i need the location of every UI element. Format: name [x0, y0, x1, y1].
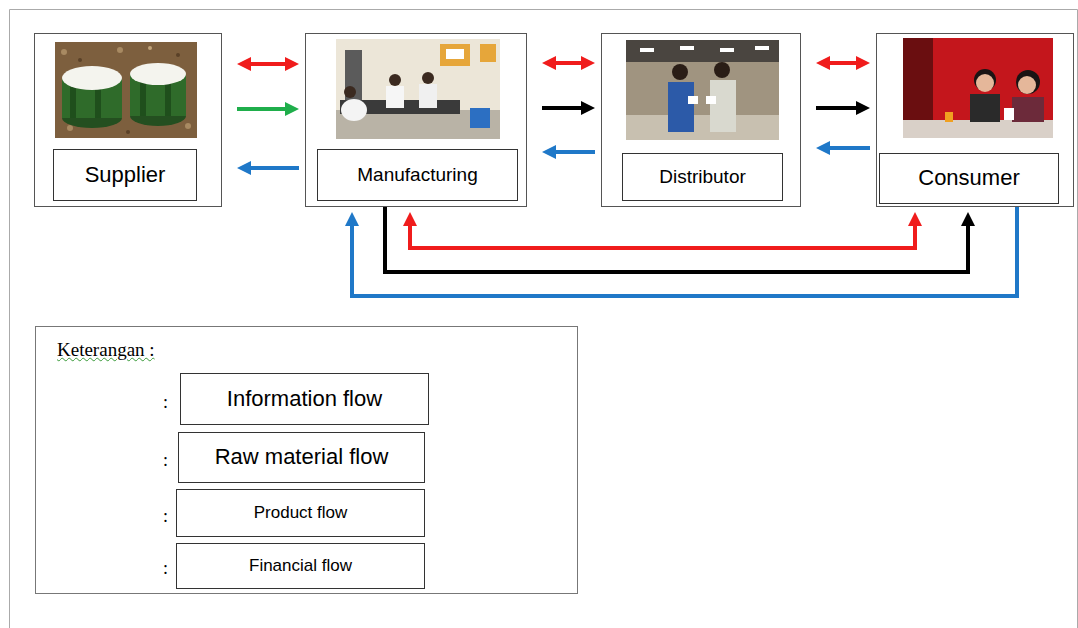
- frame-line: [10, 10, 1078, 628]
- flow-arrow: [410, 222, 915, 248]
- node-label: Consumer: [918, 166, 1019, 190]
- legend-colon: :: [163, 559, 168, 579]
- node-label: Manufacturing: [357, 165, 477, 186]
- legend-colon: :: [163, 393, 168, 413]
- legend-label: Financial flow: [249, 557, 352, 576]
- label-box: Manufacturing: [317, 149, 518, 201]
- page-frame: [10, 10, 1078, 628]
- flow-arrow: [237, 107, 289, 111]
- flow-arrow: [247, 166, 299, 170]
- legend-text-box: Information flow: [180, 373, 429, 425]
- legend-colon: :: [163, 507, 168, 527]
- legend-text-box: Raw material flow: [178, 432, 425, 483]
- legend-label: Product flow: [254, 504, 348, 523]
- legend-text-box: Financial flow: [176, 543, 425, 589]
- legend-label: Raw material flow: [215, 445, 389, 469]
- flow-box: Supplier: [34, 33, 222, 207]
- flow-box: Consumer: [876, 33, 1074, 207]
- flow-arrow: [542, 106, 585, 110]
- legend-heading: Keterangan :: [57, 340, 155, 361]
- label-box: Consumer: [879, 153, 1059, 204]
- flow-box: Manufacturing: [305, 33, 527, 207]
- consumer-photo: [903, 38, 1053, 138]
- legend-colon: :: [163, 451, 168, 471]
- label-box: Supplier: [53, 149, 197, 201]
- flow-arrow: [826, 146, 870, 150]
- label-box: Distributor: [622, 153, 783, 201]
- node-label: Distributor: [659, 167, 746, 188]
- supplier-photo: [55, 42, 197, 138]
- flow-box: Distributor: [601, 33, 801, 207]
- legend-text-box: Product flow: [176, 489, 425, 537]
- manufacturing-photo: [336, 39, 500, 139]
- flow-arrow: [385, 207, 968, 272]
- distributor-photo: [626, 40, 779, 140]
- flow-arrow: [352, 207, 1017, 296]
- flow-arrow: [552, 61, 585, 65]
- flow-arrow: [826, 61, 860, 65]
- flow-arrow: [816, 106, 860, 110]
- flow-arrow: [552, 150, 595, 154]
- legend-label: Information flow: [227, 387, 382, 411]
- flow-arrow: [247, 62, 289, 66]
- node-label: Supplier: [85, 163, 166, 187]
